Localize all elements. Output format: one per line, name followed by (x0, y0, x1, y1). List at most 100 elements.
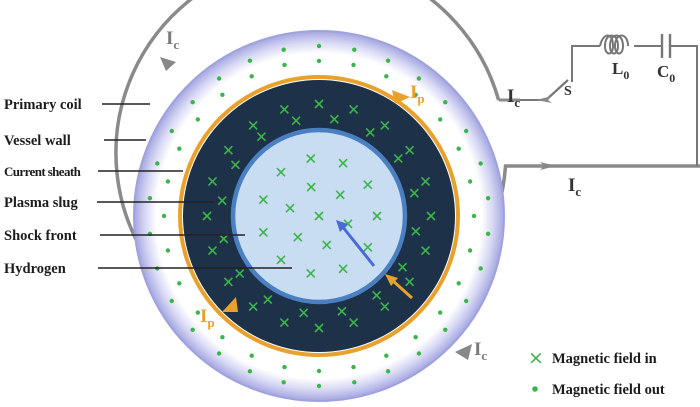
field-in-cross (338, 264, 348, 274)
field-out-dot (443, 100, 448, 105)
field-out-dot (249, 353, 254, 358)
label-capacitor: C0 (657, 62, 675, 85)
field-out-dot (416, 351, 422, 356)
field-out-dot (281, 380, 286, 385)
field-in-cross (314, 323, 324, 333)
field-out-dot (413, 92, 418, 98)
field-out-dot (467, 179, 473, 184)
field-out-dot (413, 335, 418, 340)
field-in-cross (279, 104, 289, 115)
field-out-dot (147, 196, 153, 201)
arrow-shock-inward (340, 225, 376, 267)
field-out-dot (416, 76, 422, 81)
field-out-dot (247, 369, 253, 374)
label-ip-top: Ip (410, 82, 425, 106)
field-out-dot (385, 369, 391, 374)
field-out-dot (177, 281, 182, 286)
field-in-cross (263, 294, 273, 305)
label-current-sheath: Current sheath (4, 164, 82, 179)
circuit-wire-right (670, 45, 698, 166)
field-in-markers (202, 99, 436, 333)
field-out-dot (478, 161, 483, 166)
field-in-cross (299, 308, 309, 318)
field-in-cross (380, 302, 390, 312)
arrow-sheath-inward (390, 278, 414, 300)
field-out-dot (249, 74, 254, 79)
label-ic-circuit: Ic (507, 86, 520, 110)
field-in-cross (219, 234, 229, 244)
field-out-dot (220, 92, 225, 98)
field-in-cross (217, 196, 227, 206)
field-in-cross (372, 211, 382, 221)
field-out-dot (351, 62, 356, 68)
circuit-wire-top (571, 45, 600, 62)
arrow-shock-head (336, 220, 348, 232)
arrow-ip-top (392, 90, 410, 104)
label-ic-bottom: Ic (474, 339, 487, 363)
field-out-dot (247, 58, 253, 63)
field-in-cross (285, 203, 295, 213)
field-in-cross (397, 262, 408, 272)
field-out-dot (165, 179, 171, 184)
arrow-coil-lead (540, 162, 556, 170)
field-in-cross (248, 302, 258, 312)
field-in-cross (349, 317, 359, 328)
label-shock-front: Shock front (4, 228, 77, 244)
arrow-coil-top-left (160, 57, 176, 71)
field-in-cross (363, 242, 373, 252)
legend-cross-marker: × (528, 347, 544, 369)
field-out-dot (169, 128, 174, 134)
field-in-cross (411, 226, 421, 236)
field-out-dot (464, 298, 469, 304)
field-out-dot (438, 310, 443, 315)
field-out-dot (316, 43, 322, 49)
field-in-cross (420, 176, 431, 186)
field-in-cross (337, 306, 347, 316)
label-vessel-wall: Vessel wall (4, 133, 71, 149)
field-out-dot (282, 364, 287, 370)
field-in-cross (314, 99, 324, 109)
field-out-dot (384, 74, 389, 79)
field-out-dot (478, 266, 483, 271)
field-in-cross (365, 127, 375, 138)
label-plasma-slug: Plasma slug (4, 195, 78, 211)
field-out-dot (471, 213, 477, 219)
inductor-l0 (599, 34, 629, 55)
field-in-cross (202, 211, 212, 221)
field-out-dot (443, 327, 448, 332)
field-out-dot (351, 364, 356, 370)
field-out-dot (316, 383, 322, 389)
field-in-cross (420, 246, 431, 256)
legend: × Magnetic field in Magnetic field out (528, 347, 665, 398)
field-out-dot (177, 146, 182, 151)
field-in-cross (223, 277, 233, 287)
legend-field-in: Magnetic field in (552, 351, 657, 367)
field-out-dot (485, 196, 491, 201)
label-switch: S (564, 84, 572, 99)
field-out-dot (190, 100, 195, 105)
field-in-cross (276, 255, 286, 265)
label-inductor: L0 (612, 59, 629, 82)
field-out-dot (456, 146, 461, 151)
field-in-cross (276, 167, 286, 177)
field-in-cross (248, 120, 258, 130)
field-in-cross (349, 104, 359, 115)
field-out-dot (281, 47, 286, 52)
field-out-dot (467, 248, 473, 253)
compression-arrows (336, 220, 414, 300)
field-in-cross (405, 145, 415, 155)
field-in-cross (329, 114, 339, 124)
field-in-cross (258, 227, 268, 237)
arrow-coil-bottom-right (455, 344, 472, 360)
field-in-cross (380, 120, 390, 130)
field-out-dot (456, 281, 461, 286)
field-out-dot (190, 327, 195, 332)
arrow-ip-bottom (222, 297, 238, 312)
field-in-cross (223, 145, 233, 155)
arrow-sheath-head (385, 274, 398, 286)
legend-field-out: Magnetic field out (552, 382, 665, 398)
field-out-dot (216, 351, 222, 356)
field-out-dot (282, 62, 287, 68)
